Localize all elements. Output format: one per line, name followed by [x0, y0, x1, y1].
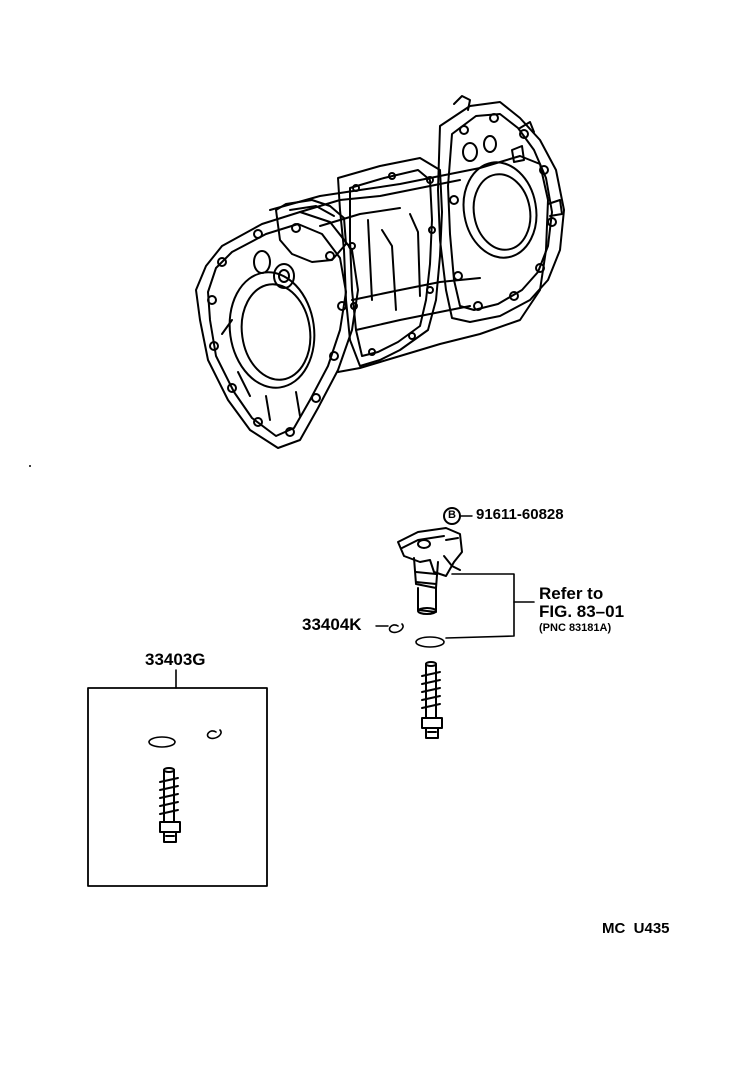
reference-line-2: FIG. 83–01	[539, 602, 625, 621]
transmission-case	[195, 95, 565, 449]
bolt-part-number: 91611-60828	[476, 506, 564, 523]
o-ring-small	[388, 623, 404, 634]
scan-speck	[29, 465, 31, 467]
reference-line-1: Refer to	[539, 584, 604, 603]
kit-part-number: 33403G	[145, 650, 206, 669]
kit-box	[87, 687, 268, 887]
o-ring-part-number: 33404K	[302, 615, 362, 634]
reference-bracket	[445, 573, 535, 639]
footer-code: MC U435	[602, 920, 670, 937]
o-ring-large	[415, 636, 445, 648]
kit-contents	[148, 729, 222, 843]
speedometer-sensor	[397, 527, 463, 615]
bolt-symbol-circle	[443, 507, 461, 525]
driven-gear-shaft	[421, 661, 443, 739]
bolt-symbol: B	[448, 509, 456, 521]
reference-line-3: (PNC 83181A)	[539, 622, 612, 634]
